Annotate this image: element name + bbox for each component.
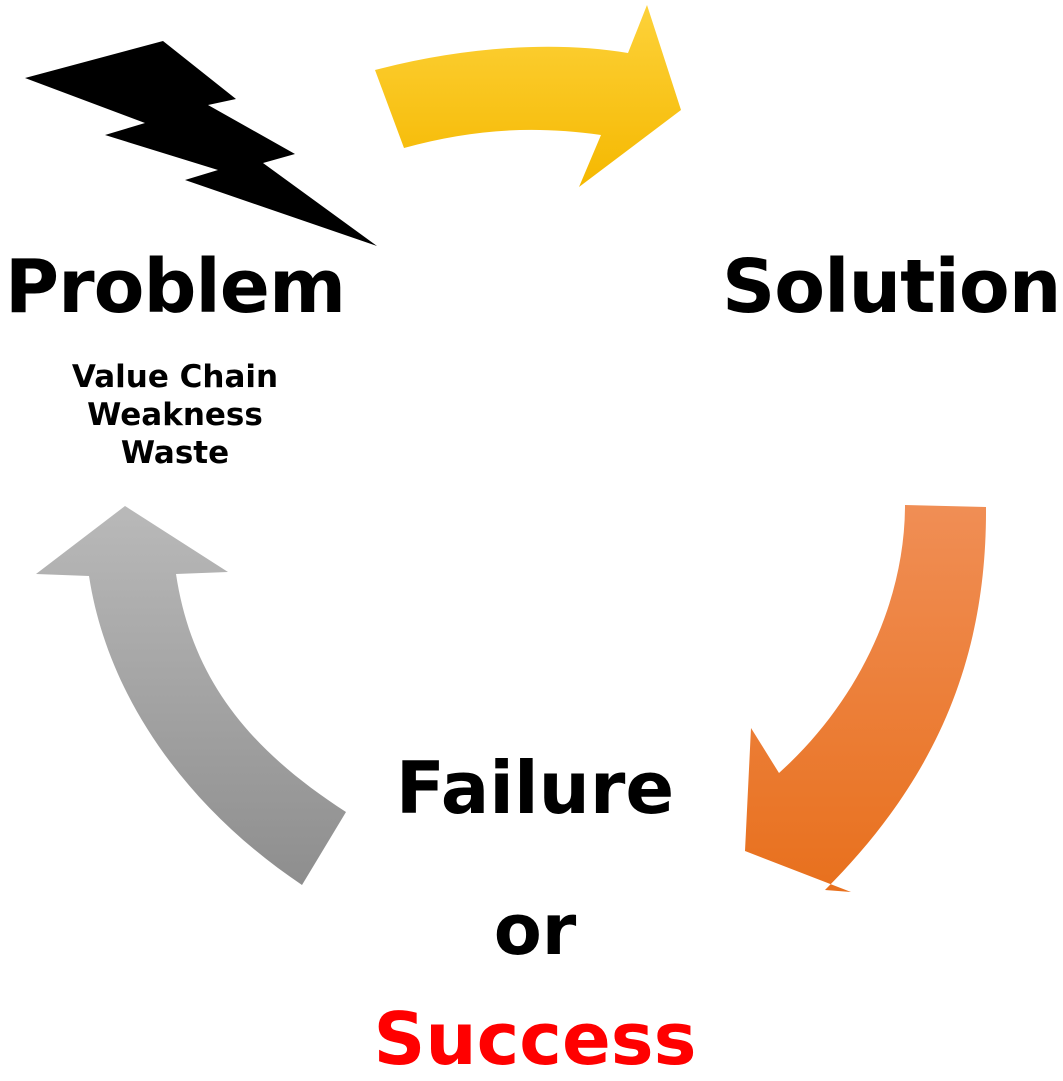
problem-label: Problem (4, 244, 346, 330)
solution-label: Solution (722, 244, 1061, 330)
curved-arrow-right-icon (375, 5, 681, 187)
problem-detail-item: Value Chain (71, 359, 279, 395)
problem-detail-item: Waste (120, 435, 230, 471)
lightning-bolt-icon (25, 41, 377, 246)
curved-arrow-down-icon (745, 505, 987, 892)
curved-arrow-up-icon (36, 506, 346, 885)
or-label: or (493, 889, 577, 971)
problem-details: Value Chain Weakness Waste (0, 358, 350, 472)
failure-label: Failure (395, 746, 675, 830)
problem-detail-item: Weakness (87, 397, 263, 433)
success-label: Success (373, 997, 697, 1081)
